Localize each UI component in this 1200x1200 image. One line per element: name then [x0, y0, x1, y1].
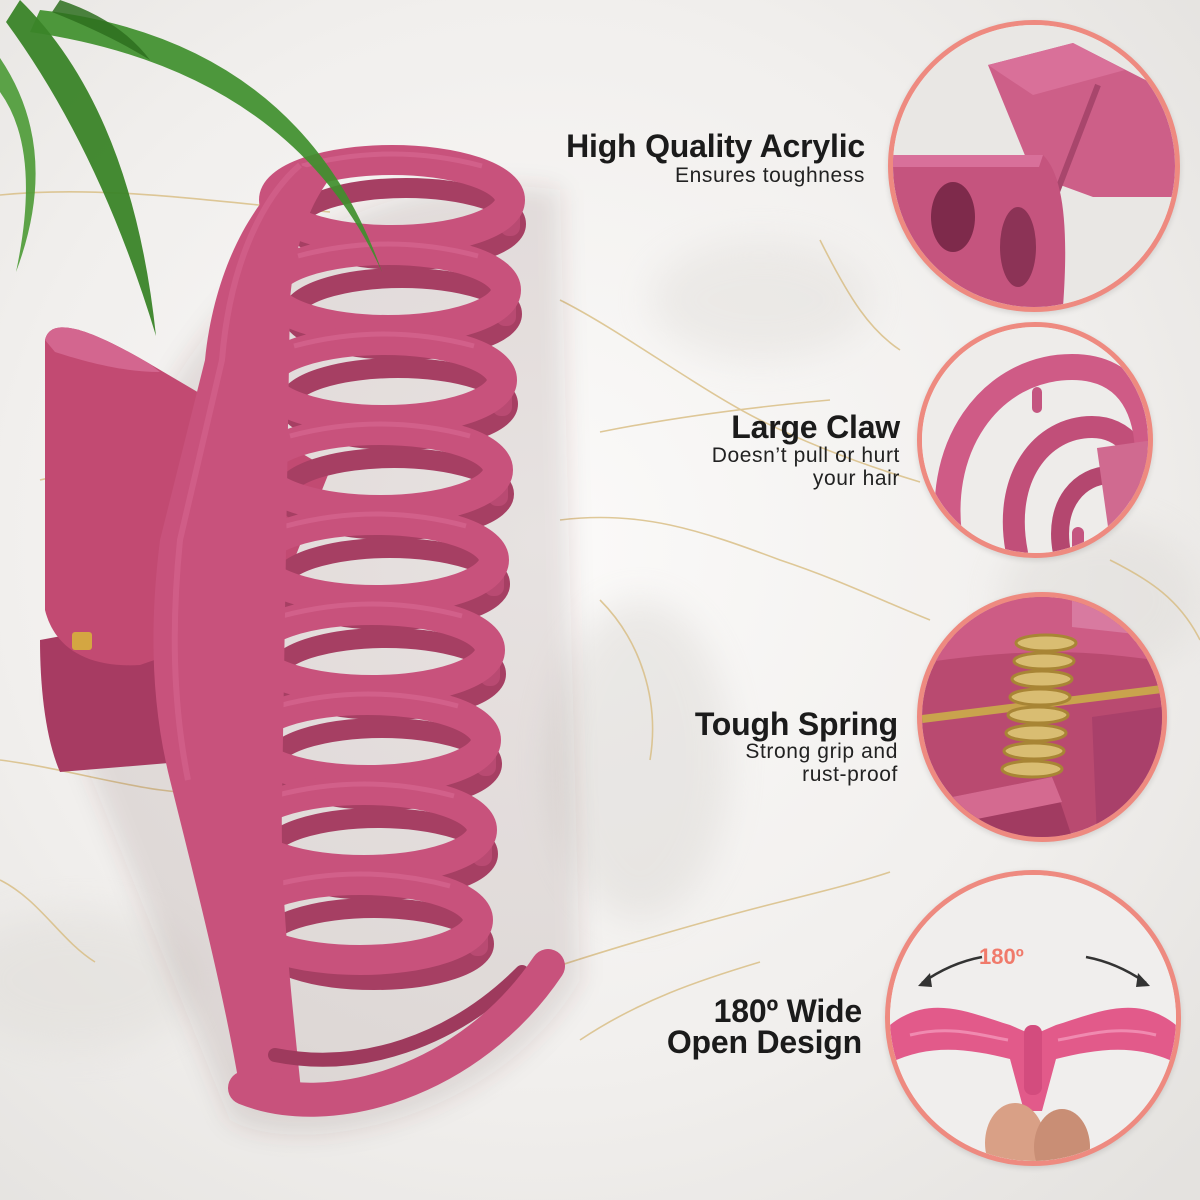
- feature-description: Ensures toughness: [675, 164, 865, 187]
- feature-description: Strong grip and: [745, 740, 898, 763]
- acrylic-closeup: [893, 25, 1175, 307]
- clip-spine-highlight: [171, 162, 302, 781]
- feature-title: Open Design: [666, 1024, 862, 1060]
- large-claw-closeup: [922, 327, 1148, 553]
- feature-description: your hair: [812, 467, 900, 490]
- clip-spine: [153, 165, 332, 1113]
- wide-open-closeup: [890, 875, 1176, 1161]
- feature-title: High Quality Acrylic: [566, 128, 865, 164]
- angle-label: 180º: [979, 944, 1024, 969]
- detail-circle-acrylic: [888, 20, 1180, 312]
- clip-loop-highlight: [273, 781, 455, 799]
- fern-leaf: [0, 58, 36, 272]
- detail-circle-large-claw: [917, 322, 1153, 558]
- spring-closeup: [922, 597, 1162, 837]
- clip-loop-highlight: [293, 331, 475, 349]
- feature-description: Doesn’t pull or hurt: [711, 444, 900, 467]
- clip-loop-highlight: [269, 871, 451, 889]
- feature-title: Large Claw: [731, 409, 900, 445]
- spring-coil: [1000, 633, 1078, 779]
- fern-leaf: [52, 0, 150, 60]
- feature-wide-open-design: 180º Wide Open Design: [666, 993, 863, 1060]
- clip-loop-highlight: [281, 601, 463, 619]
- feature-large-claw: Large Claw Doesn’t pull or hurt your hai…: [712, 411, 900, 489]
- feature-title: Tough Spring: [694, 706, 898, 742]
- clip-lever-highlight: [45, 327, 160, 372]
- clip-hinge-pin: [72, 632, 92, 650]
- feature-description: rust-proof: [802, 763, 898, 786]
- feature-title: 180º Wide: [713, 993, 863, 1029]
- marble-clouds: [0, 240, 1200, 1050]
- clip-base-inner: [268, 965, 529, 1067]
- clip-loop-highlight: [285, 511, 467, 529]
- fern-leaf: [6, 0, 156, 336]
- clip-loop-highlight: [289, 421, 471, 439]
- finger: [1034, 1109, 1090, 1161]
- clip-loop-highlight: [297, 241, 479, 259]
- detail-circle-spring: [917, 592, 1167, 842]
- clip-base-curve: [228, 949, 565, 1117]
- fern-leaf: [30, 10, 382, 272]
- feature-tough-spring: Tough Spring Strong grip and rust-proof: [695, 708, 898, 786]
- feature-high-quality-acrylic: High Quality Acrylic Ensures toughness: [566, 130, 865, 186]
- finger: [985, 1103, 1045, 1161]
- clip-loop-highlight: [277, 691, 459, 709]
- detail-circle-wide-open: [885, 870, 1181, 1166]
